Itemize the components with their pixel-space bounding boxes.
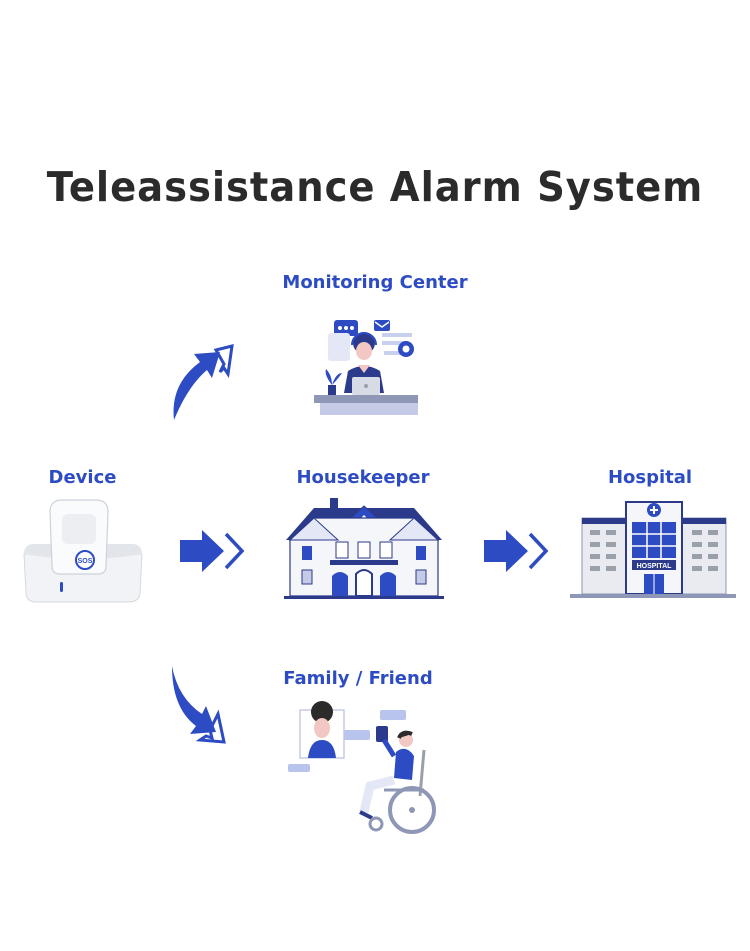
hospital-building-icon: HOSPITAL xyxy=(568,498,738,600)
monitoring-center-label: Monitoring Center xyxy=(282,272,468,293)
arrow-up-right-icon xyxy=(170,340,240,422)
arrow-down-right-icon xyxy=(168,664,238,746)
video-call-wheelchair-icon xyxy=(284,700,444,834)
sos-text: SOS xyxy=(78,558,93,565)
housekeeper-label: Housekeeper xyxy=(296,467,430,488)
arrow-right-icon xyxy=(482,528,552,574)
operator-headset-icon xyxy=(312,315,422,420)
device-label: Device xyxy=(48,467,117,488)
house-icon xyxy=(284,496,444,600)
page-title: Teleassistance Alarm System xyxy=(46,163,704,211)
hospital-sign: HOSPITAL xyxy=(637,563,673,570)
family-friend-label: Family / Friend xyxy=(283,668,433,689)
arrow-right-icon xyxy=(178,528,248,574)
hospital-label: Hospital xyxy=(607,467,693,488)
sos-pendant-device-icon: SOS xyxy=(22,494,144,606)
